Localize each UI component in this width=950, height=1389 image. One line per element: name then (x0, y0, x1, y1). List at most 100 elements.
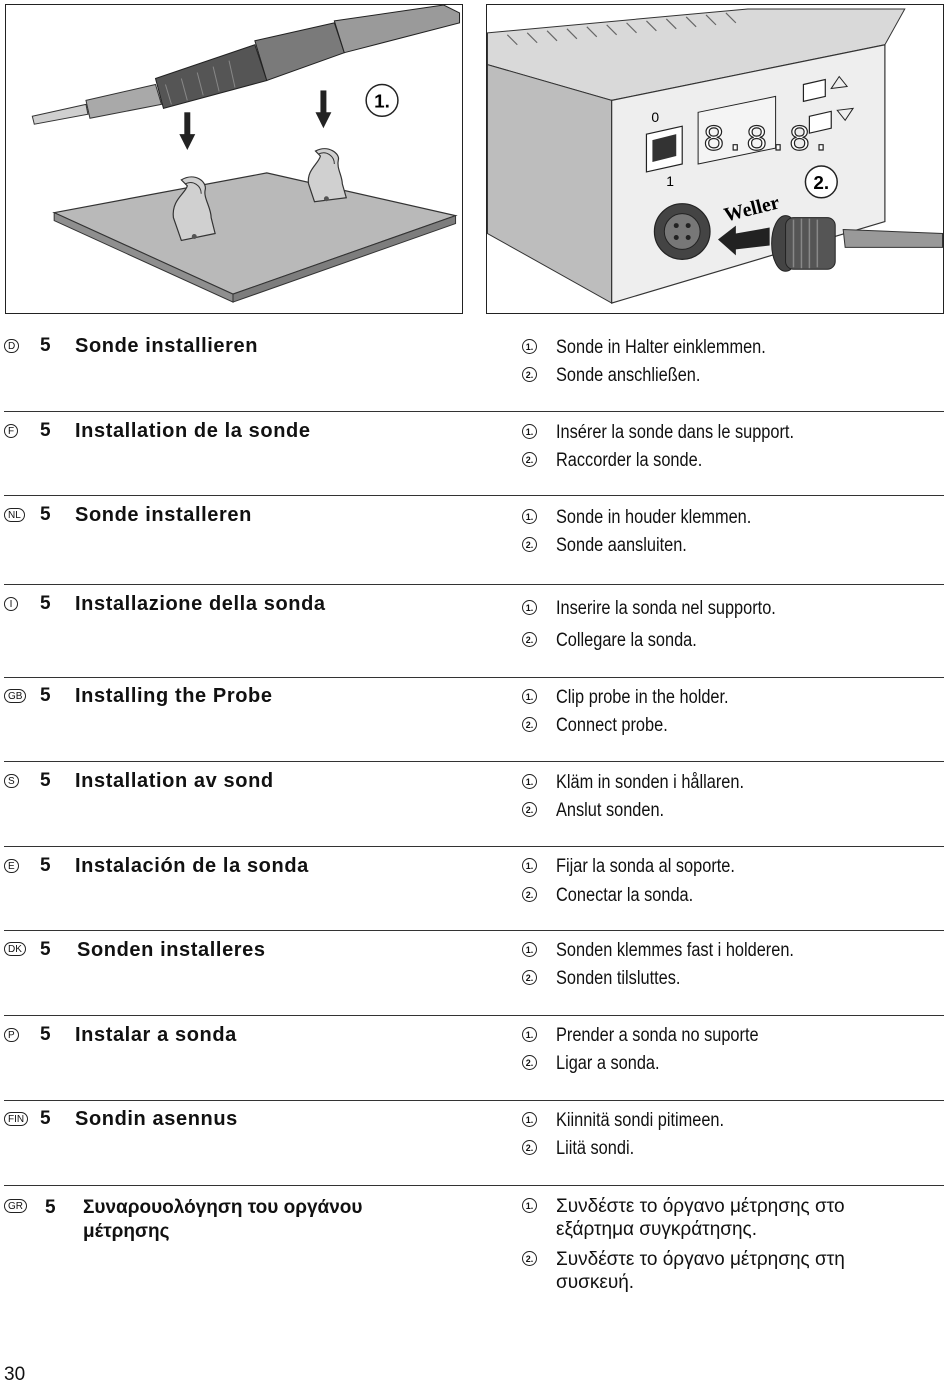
step-text: Connect probe. (556, 715, 668, 736)
step-text: Liitä sondi. (556, 1138, 635, 1159)
down-arrow-icon (315, 90, 332, 129)
step-text: Kiinnitä sondi pitimeen. (556, 1110, 725, 1131)
divider (4, 411, 944, 412)
triangle-up-icon (830, 75, 849, 90)
down-arrow-icon (179, 112, 196, 151)
section-title: Instalación de la sonda (75, 855, 309, 877)
step-number: 2. (522, 367, 537, 382)
step-text: Prender a sonda no suporte (556, 1025, 759, 1046)
step-text: Συνδέστε το όργανο μέτρησης στη συσκευή. (556, 1249, 845, 1293)
step-number: 2. (522, 1140, 537, 1155)
language-badge: P (4, 1028, 19, 1042)
up-button (802, 75, 849, 103)
step-text: Kläm in sonden i hållaren. (556, 772, 745, 793)
section-number: 5 (40, 685, 51, 706)
triangle-down-icon (836, 107, 855, 122)
language-badge: FIN (4, 1112, 29, 1126)
divider (4, 495, 944, 496)
divider (4, 761, 944, 762)
section-title: Sondin asennus (75, 1108, 238, 1130)
section-title: Instalar a sonda (75, 1024, 237, 1046)
probe-socket (653, 203, 711, 260)
section-title: Installazione della sonda (75, 593, 326, 615)
language-badge: E (4, 859, 19, 873)
section-number: 5 (40, 335, 51, 356)
section-number: 5 (40, 504, 51, 525)
svg-text:1: 1 (666, 173, 674, 189)
section-title: Installing the Probe (75, 685, 273, 707)
step-number: 1. (522, 774, 537, 789)
step-number: 2. (522, 1055, 537, 1070)
figure-station-connector: 0 1 8.8.8. Weller (486, 4, 944, 314)
probe-holder-illustration: 1. (31, 5, 461, 303)
step-number: 2. (522, 717, 537, 732)
section-title: Sonde installeren (75, 504, 252, 526)
language-badge: GB (4, 689, 27, 703)
step-number: 2. (522, 452, 537, 467)
step-text: Συνδέστε το όργανο μέτρησης στο εξάρτημα… (556, 1196, 845, 1240)
step-text: Conectar la sonda. (556, 885, 694, 906)
step-number: 2. (522, 632, 537, 647)
section-number: 5 (40, 770, 51, 791)
step-text: Raccorder la sonde. (556, 450, 703, 471)
step-text: Collegare la sonda. (556, 630, 697, 651)
page-number: 30 (4, 1364, 26, 1385)
svg-text:2.: 2. (813, 172, 829, 193)
callout-1: 1. (365, 83, 399, 118)
section-title: Installation de la sonde (75, 420, 311, 442)
language-badge: NL (4, 508, 25, 522)
step-number: 2. (522, 537, 537, 552)
holder-clip-left (172, 176, 216, 242)
section-number: 5 (40, 855, 51, 876)
step-text: Sonden klemmes fast i holderen. (556, 940, 794, 961)
power-switch: 0 1 (645, 109, 683, 189)
step-number: 1. (522, 689, 537, 704)
step-number: 2. (522, 970, 537, 985)
step-text: Clip probe in the holder. (556, 687, 729, 708)
step-number: 1. (522, 509, 537, 524)
step-text: Insérer la sonde dans le support. (556, 422, 794, 443)
section-number: 5 (40, 1108, 51, 1129)
step-text: Sonde in Halter einklemmen. (556, 337, 766, 358)
section-number: 5 (40, 1024, 51, 1045)
step-text: Sonde aansluiten. (556, 535, 687, 556)
divider (4, 584, 944, 585)
step-text: Sonde anschließen. (556, 365, 701, 386)
language-badge: D (4, 339, 20, 353)
divider (4, 930, 944, 931)
station-illustration: 0 1 8.8.8. Weller (487, 8, 943, 304)
step-number: 1. (522, 424, 537, 439)
section-title: Sonde installieren (75, 335, 259, 357)
step-number: 1. (522, 339, 537, 354)
down-button (808, 107, 855, 134)
holder-clip-right (307, 148, 348, 203)
probe-illustration (31, 5, 461, 125)
step-number: 2. (522, 887, 537, 902)
language-badge: DK (4, 942, 26, 956)
svg-text:0: 0 (651, 109, 659, 125)
svg-text:8.8.8.: 8.8.8. (703, 120, 832, 161)
step-text: Ligar a sonda. (556, 1053, 660, 1074)
divider (4, 846, 944, 847)
divider (4, 1185, 944, 1186)
divider (4, 1015, 944, 1016)
language-badge: S (4, 774, 19, 788)
step-number: 2. (522, 1251, 537, 1266)
section-number: 5 (45, 1197, 56, 1218)
step-number: 1. (522, 858, 537, 873)
section-number: 5 (40, 420, 51, 441)
section-title: Sonden installeres (77, 939, 266, 961)
section-title: Συναρουολόγηση του οργάνου μέτρησης (83, 1197, 363, 1242)
language-badge: F (4, 424, 19, 438)
callout-2: 2. (804, 165, 838, 199)
step-number: 1. (522, 1112, 537, 1127)
step-number: 1. (522, 600, 537, 615)
section-number: 5 (40, 939, 51, 960)
step-number: 2. (522, 802, 537, 817)
step-number: 1. (522, 1027, 537, 1042)
left-arrow-icon (717, 225, 770, 256)
step-text: Anslut sonden. (556, 800, 665, 821)
step-text: Sonde in houder klemmen. (556, 507, 752, 528)
divider (4, 677, 944, 678)
probe-connector (771, 215, 943, 272)
